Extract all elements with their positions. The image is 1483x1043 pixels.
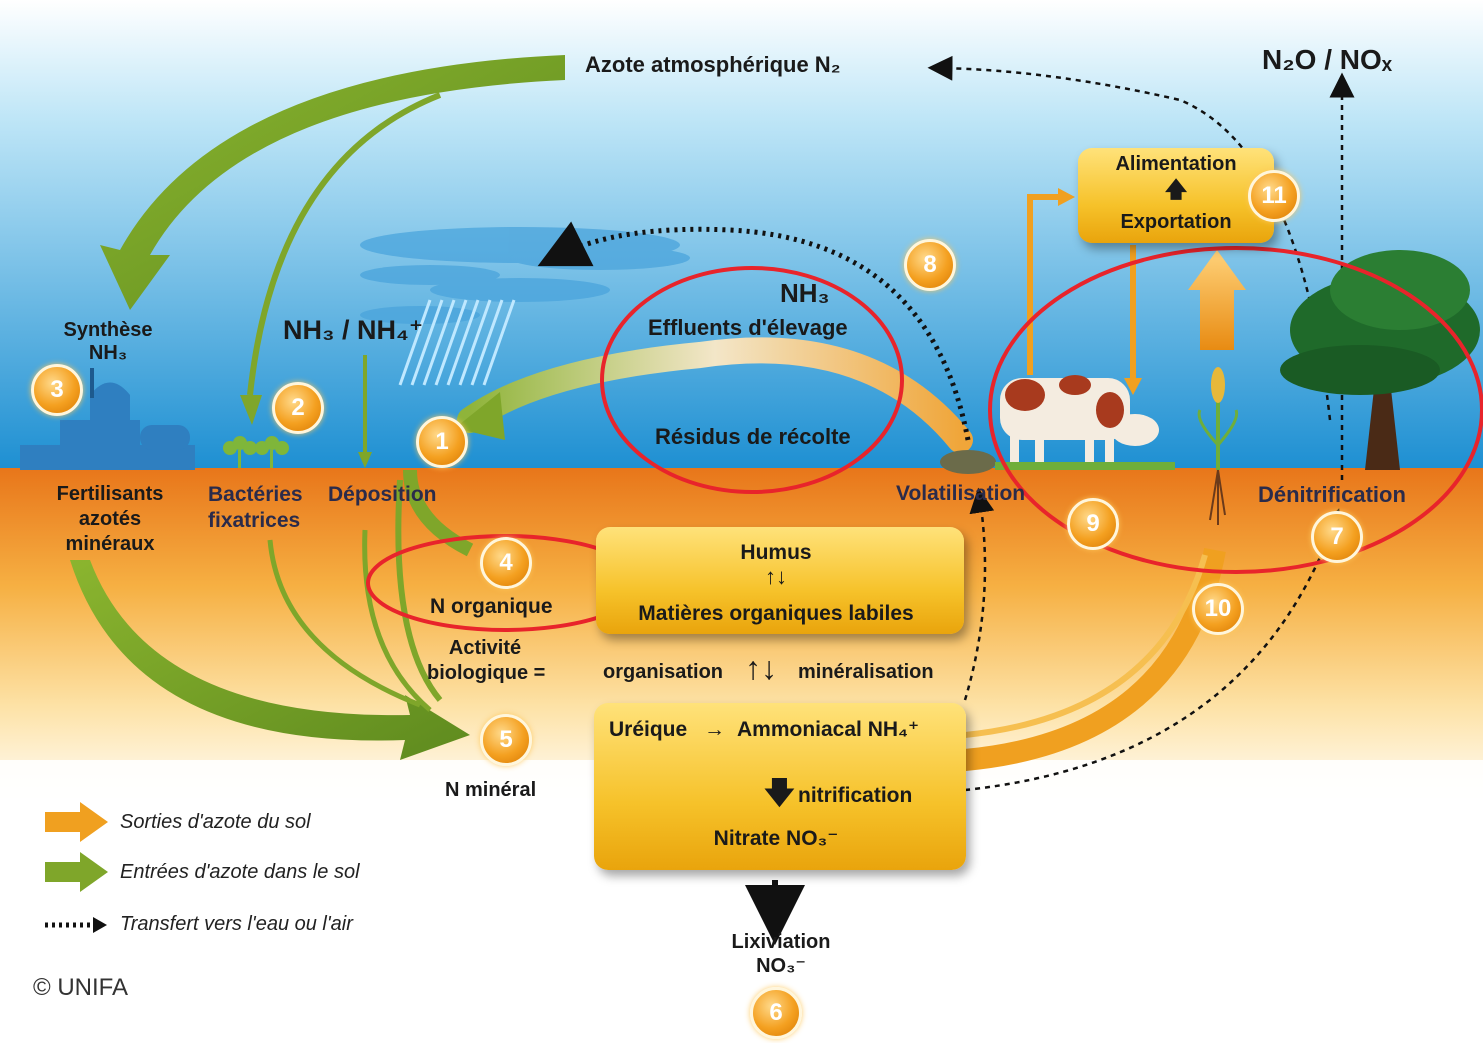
wheat-illustration [1197,367,1239,525]
factory-illustration [20,368,195,470]
organisation-label: organisation [603,661,724,683]
step-badge-2: 2 [272,382,324,434]
rain [398,299,516,386]
synthese-nh3-label: NH₃ [88,342,128,364]
bacteries-label-1: Bactéries [208,483,303,506]
step-badge-11: 11 [1248,170,1300,222]
volatilisation-label: Volatilisation [896,482,1026,505]
copyright: © UNIFA [33,974,129,1001]
fertilisants-label-1: Fertilisants [56,483,164,505]
legend-sorties: Sorties d'azote du sol [120,811,311,833]
clover-illustration [223,436,289,468]
matieres-label: Matières organiques labiles [638,602,914,625]
arrow-atmosphere-to-synthesis [100,55,565,310]
legend-green-arrow-icon [45,852,108,892]
legend-entrees: Entrées d'azote dans le sol [120,861,360,883]
ammoniacal-box [594,703,966,870]
nh3-volatil-label: NH₃ [780,278,830,308]
arrow-to-exportation [1188,250,1246,350]
exportation-label: Exportation [1120,211,1232,233]
n-organique-label: N organique [430,595,553,618]
effluents-label: Effluents d'élevage [648,315,848,340]
arrow-head-deposition [358,452,372,468]
arrow-head-alimentation [1058,188,1075,206]
nh3-nh4-label: NH₃ / NH₄⁺ [283,315,424,345]
step-badge-4: 4 [480,537,532,589]
lixiviation-label-1: Lixiviation [731,931,831,953]
legend-orange-arrow-icon [45,802,108,842]
dotted-volatilisation [537,221,971,441]
mineralisation-label: minéralisation [798,661,934,683]
denitrification-label: Dénitrification [1258,482,1406,507]
n2o-nox-label: N₂O / NOₓ [1262,44,1393,75]
manure-pile [940,450,996,474]
alimentation-box [1078,148,1274,243]
ureique-label: Uréique [609,718,688,741]
n-mineral-label: N minéral [445,779,537,801]
atmospheric-n2-label: Azote atmosphérique N₂ [585,52,841,77]
alimentation-label: Alimentation [1115,153,1237,175]
dotted-nitrate-to-denitrification [964,508,1343,792]
step-badge-3: 3 [31,364,83,416]
deposition-label: Déposition [328,483,437,506]
arrow-head-bacteria [240,395,262,425]
dotted-ammoniacal-to-volatilisation [963,487,995,701]
fertilisants-label-2: azotés [78,508,142,530]
down-arrow-icon: 🡇 [764,777,795,810]
highlight-effluents [600,266,904,494]
arrow-deposition-down [362,529,432,712]
step-badge-8: 8 [904,239,956,291]
bacteries-label-2: fixatrices [208,509,301,532]
residus-label: Résidus de récolte [655,424,851,449]
activite-label-1: Activité [448,637,522,659]
humus-exchange-arrows-icon: ↑↓ [765,564,787,589]
up-arrow-icon: 🡅 [1164,177,1188,202]
arrow-bacteria-down [267,539,421,708]
right-arrow-icon: → [704,718,725,741]
dotted-to-n2 [927,55,1332,421]
step-badge-9: 9 [1067,498,1119,550]
arrow-plant-uptake-2 [964,554,1208,738]
legend-dotted-head-icon [93,917,107,933]
step-badge-6: 6 [750,987,802,1039]
step-badge-1: 1 [416,416,468,468]
arrow-fertiliser-to-mineral [70,560,470,760]
nitrification-label: nitrification [798,784,913,807]
fertilisants-label-3: minéraux [65,533,155,555]
synthese-label: Synthèse [63,319,153,341]
step-badge-10: 10 [1192,583,1244,635]
arrow-residues-to-organic [403,469,474,557]
humus-box [596,527,964,634]
arrow-effluents-to-soil [457,337,973,453]
legend-transfert: Transfert vers l'eau ou l'air [120,913,353,935]
highlight-cow-plant-tree [988,246,1483,574]
legend-icons [45,802,108,933]
cow-illustration [995,375,1175,470]
step-badge-5: 5 [480,714,532,766]
ammoniacal-label: Ammoniacal NH₄⁺ [737,718,920,741]
nitrate-label: Nitrate NO₃⁻ [713,827,839,850]
humus-label: Humus [740,541,812,564]
organisation-mineralisation-arrows-icon: ↑↓ [745,650,777,686]
step-badge-7: 7 [1311,511,1363,563]
arrow-atmosphere-to-bacteria [247,92,442,396]
arrow-head-cow [1124,378,1142,395]
arrow-cow-to-alimentation [1027,194,1060,375]
lixiviation-label-2: NO₃⁻ [756,955,806,977]
activite-label-2: biologique = [427,662,546,684]
arrow-head-effluents [455,392,505,440]
